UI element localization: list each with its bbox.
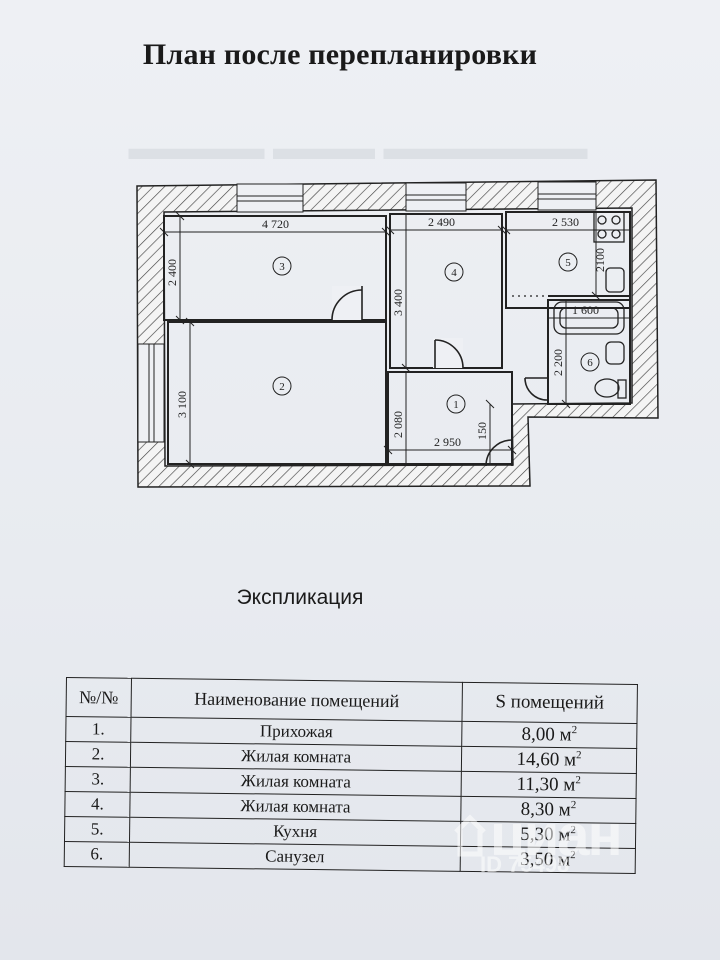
dim-150: 150	[475, 422, 489, 440]
interior-walls	[163, 211, 631, 465]
room-number-3: 3	[279, 261, 285, 273]
room-number-2: 2	[279, 381, 285, 393]
window-top-3	[537, 181, 597, 211]
room-area: 8,00 м2	[461, 721, 637, 749]
window-top-2	[405, 182, 467, 212]
dim-1600: 1 600	[572, 303, 599, 317]
row-number: 6.	[64, 841, 130, 868]
room-number-6: 6	[587, 357, 593, 369]
row-number: 4.	[64, 791, 131, 818]
fixtures	[512, 211, 627, 399]
dim-2080: 2 080	[391, 411, 405, 438]
row-number: 1.	[65, 716, 132, 743]
dim-3100: 3 100	[175, 391, 189, 418]
dim-4720: 4 720	[262, 217, 289, 231]
room-area: 14,60 м2	[461, 746, 637, 774]
dimension-lines	[159, 211, 630, 469]
window-top-1	[236, 183, 304, 213]
column-header-area: S помещений	[461, 682, 638, 724]
floor-plan: 4 720 2 490 2 530 2 400 3 400 2100 1 600…	[136, 179, 659, 488]
room-number-1: 1	[453, 399, 459, 411]
dim-2490: 2 490	[428, 215, 455, 229]
watermark-id: ID 75498	[480, 852, 570, 877]
window-left	[137, 343, 165, 443]
room-number-4: 4	[451, 267, 457, 279]
dim-3400: 3 400	[391, 289, 405, 316]
row-number: 5.	[64, 816, 130, 843]
explication-heading: Экспликация	[236, 586, 364, 609]
dim-2100: 2100	[593, 248, 607, 272]
room-name: Санузел	[129, 842, 461, 872]
row-number: 2.	[65, 741, 131, 768]
column-header-name: Наименование помещений	[131, 678, 463, 722]
column-header-number: №/№	[66, 677, 132, 718]
dim-2530: 2 530	[552, 215, 579, 229]
room-area: 11,30 м2	[461, 771, 637, 799]
dim-2200: 2 200	[551, 349, 565, 376]
doors	[331, 286, 548, 467]
house-logo-icon	[454, 814, 486, 857]
dim-2400: 2 400	[165, 259, 179, 286]
dim-2950: 2 950	[434, 435, 461, 449]
watermark-logo: циан	[490, 803, 623, 868]
row-number: 3.	[65, 766, 131, 793]
room-number-5: 5	[565, 257, 571, 269]
page-title: План после перепланировки	[142, 38, 538, 71]
cian-watermark: циан ID 75498	[452, 802, 682, 892]
